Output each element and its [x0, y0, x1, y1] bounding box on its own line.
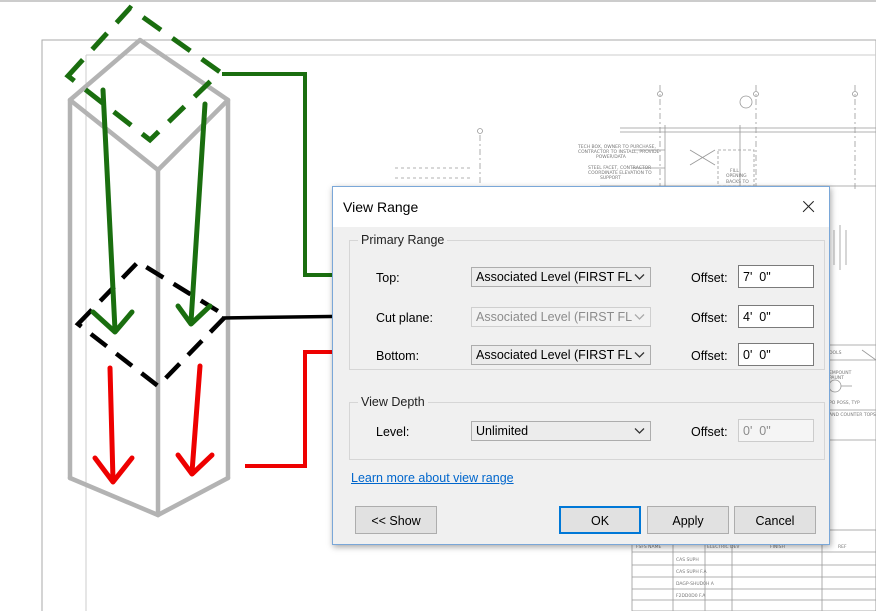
drawing-note: PAUNT	[829, 375, 844, 381]
top-plane-dashed	[64, 4, 224, 144]
top-label: Top:	[376, 271, 400, 285]
drawing-note: STEEL FACET, CONTRACTOR	[588, 165, 651, 171]
schedule-cell: F2DD0D0 F.A	[676, 593, 706, 599]
drawing-note: TECH BOX, OWNER TO PURCHASE,	[577, 144, 656, 150]
red-arrows	[92, 363, 215, 485]
top-level-select[interactable]: Associated Level (FIRST FL	[471, 267, 651, 287]
apply-button[interactable]: Apply	[647, 506, 729, 534]
drawing-note: BACKS TO	[726, 179, 749, 185]
green-arrows	[90, 87, 213, 335]
bottom-offset-input[interactable]	[738, 343, 814, 366]
cut-plane-level-select: Associated Level (FIRST FL	[471, 307, 651, 327]
chevron-down-icon	[634, 314, 645, 320]
depth-offset-input	[738, 419, 814, 442]
drawing-note: OPENING	[726, 173, 747, 179]
schedule-header: FSFS NAME	[636, 544, 661, 550]
top-offset-label: Offset:	[691, 271, 728, 285]
drawing-note: COORDINATE ELEVATION TO	[588, 170, 652, 176]
drawing-note: POWER/DATA	[596, 154, 627, 160]
drawing-note: SUPPORT	[600, 175, 621, 181]
depth-offset-label: Offset:	[691, 425, 728, 439]
drawing-note: FILL	[730, 168, 739, 174]
cut-plane-offset-input[interactable]	[738, 305, 814, 328]
view-depth-label: View Depth	[358, 395, 428, 410]
dialog-title-bar[interactable]: View Range	[333, 187, 829, 227]
cut-plane-dashed	[74, 259, 230, 390]
drawing-note: AND COUNTER TOPS	[829, 412, 876, 418]
cut-plane-offset-label: Offset:	[691, 311, 728, 325]
cancel-button[interactable]: Cancel	[734, 506, 816, 534]
show-button[interactable]: << Show	[355, 506, 437, 534]
chevron-down-icon	[634, 428, 645, 434]
cut-plane-label: Cut plane:	[376, 311, 433, 325]
schedule-header: REF	[838, 544, 847, 550]
depth-level-select[interactable]: Unlimited	[471, 421, 651, 441]
drawing-note: PO POSS, TYP	[829, 400, 860, 406]
bottom-label: Bottom:	[376, 349, 420, 363]
schedule-cell: DAGP-SHUD0H A	[676, 581, 715, 587]
schedule-header: FINISH	[770, 544, 785, 550]
view-depth-group: View Depth	[349, 395, 825, 460]
depth-level-label: Level:	[376, 425, 410, 439]
primary-range-label: Primary Range	[358, 233, 448, 248]
drawing-note: OOLS	[829, 350, 842, 356]
schedule-header: ELECTRIC DEV	[707, 544, 740, 550]
top-offset-input[interactable]	[738, 265, 814, 288]
primary-range-group: Primary Range	[349, 233, 825, 370]
learn-more-link[interactable]: Learn more about view range	[351, 471, 514, 485]
isometric-column-diagram	[67, 37, 231, 518]
drawing-note: EMPOUNT	[829, 370, 852, 376]
drawing-note: CONTRACTOR TO INSTALL, PROVIDE	[578, 149, 660, 155]
chevron-down-icon	[634, 274, 645, 280]
chevron-down-icon	[634, 352, 645, 358]
schedule-cell: CAS SUPH	[676, 557, 699, 563]
close-icon[interactable]	[795, 193, 823, 221]
ok-button[interactable]: OK	[559, 506, 641, 534]
bottom-offset-label: Offset:	[691, 349, 728, 363]
bottom-level-select[interactable]: Associated Level (FIRST FL	[471, 345, 651, 365]
view-range-dialog: View Range Primary Range Top: Associated…	[332, 186, 830, 545]
schedule-cell: CAS SUPH F.A	[676, 569, 707, 575]
dialog-title: View Range	[343, 199, 419, 215]
